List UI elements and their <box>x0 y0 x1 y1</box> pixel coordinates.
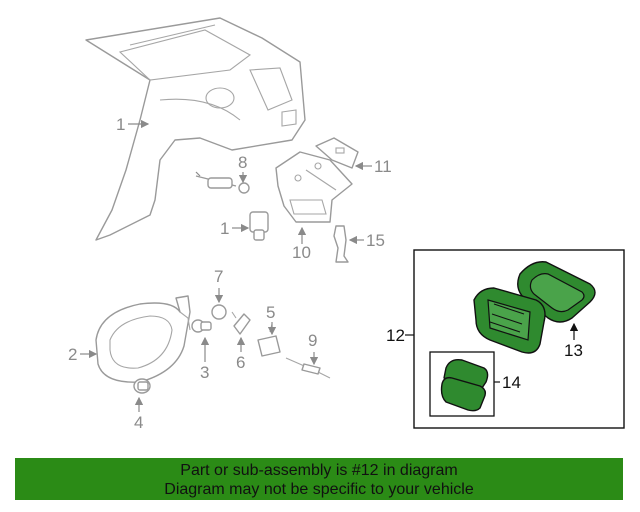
svg-text:6: 6 <box>236 353 245 372</box>
svg-text:7: 7 <box>214 267 223 286</box>
callout-14: 14 <box>494 373 521 392</box>
bracket-plate-part <box>315 137 359 169</box>
svg-text:3: 3 <box>200 363 209 382</box>
callout-11: 11 <box>354 157 392 176</box>
rod-part <box>195 171 250 194</box>
svg-text:9: 9 <box>308 331 317 350</box>
actuator-part <box>257 323 281 357</box>
svg-text:8: 8 <box>238 153 247 172</box>
svg-text:4: 4 <box>134 413 143 432</box>
clip-part <box>249 211 269 241</box>
housing-part-highlighted <box>473 287 546 354</box>
callout-4: 4 <box>134 396 143 432</box>
svg-text:1: 1 <box>220 219 229 238</box>
pads-box-14 <box>429 351 495 417</box>
footer-line-1: Part or sub-assembly is #12 in diagram <box>180 462 458 479</box>
svg-text:5: 5 <box>266 303 275 322</box>
callout-10: 10 <box>292 226 311 262</box>
callout-5: 5 <box>266 303 277 336</box>
callout-13: 13 <box>564 322 583 360</box>
callout-15: 15 <box>348 231 385 250</box>
svg-text:15: 15 <box>366 231 385 250</box>
callout-1-quarter-panel: 1 <box>116 115 150 134</box>
callout-6: 6 <box>236 336 245 372</box>
svg-text:12: 12 <box>386 326 405 345</box>
svg-text:1: 1 <box>116 115 125 134</box>
release-cable-part <box>285 357 331 379</box>
callout-8: 8 <box>238 153 247 184</box>
svg-text:14: 14 <box>502 373 521 392</box>
callout-7: 7 <box>214 267 223 304</box>
callout-1-clip: 1 <box>220 219 250 238</box>
footer-line-2: Diagram may not be specific to your vehi… <box>164 481 474 498</box>
quarter-panel-part <box>85 17 306 241</box>
callout-3: 3 <box>200 336 209 382</box>
footer-banner: Part or sub-assembly is #12 in diagram D… <box>15 458 623 500</box>
hinge-housing-part <box>275 151 353 223</box>
bolt-part <box>191 319 212 333</box>
svg-text:10: 10 <box>292 243 311 262</box>
callout-12: 12 <box>386 326 414 345</box>
parts-diagram: 1 8 1 10 11 <box>68 17 625 432</box>
svg-text:13: 13 <box>564 341 583 360</box>
bumper-part <box>133 378 151 394</box>
callout-2: 2 <box>68 345 98 364</box>
svg-text:11: 11 <box>374 157 392 176</box>
spring-part <box>231 311 251 335</box>
callout-9: 9 <box>308 331 319 366</box>
seal-strip-part <box>333 225 349 263</box>
grommet-part <box>211 304 227 320</box>
fuel-door-part <box>95 295 191 383</box>
svg-text:2: 2 <box>68 345 77 364</box>
